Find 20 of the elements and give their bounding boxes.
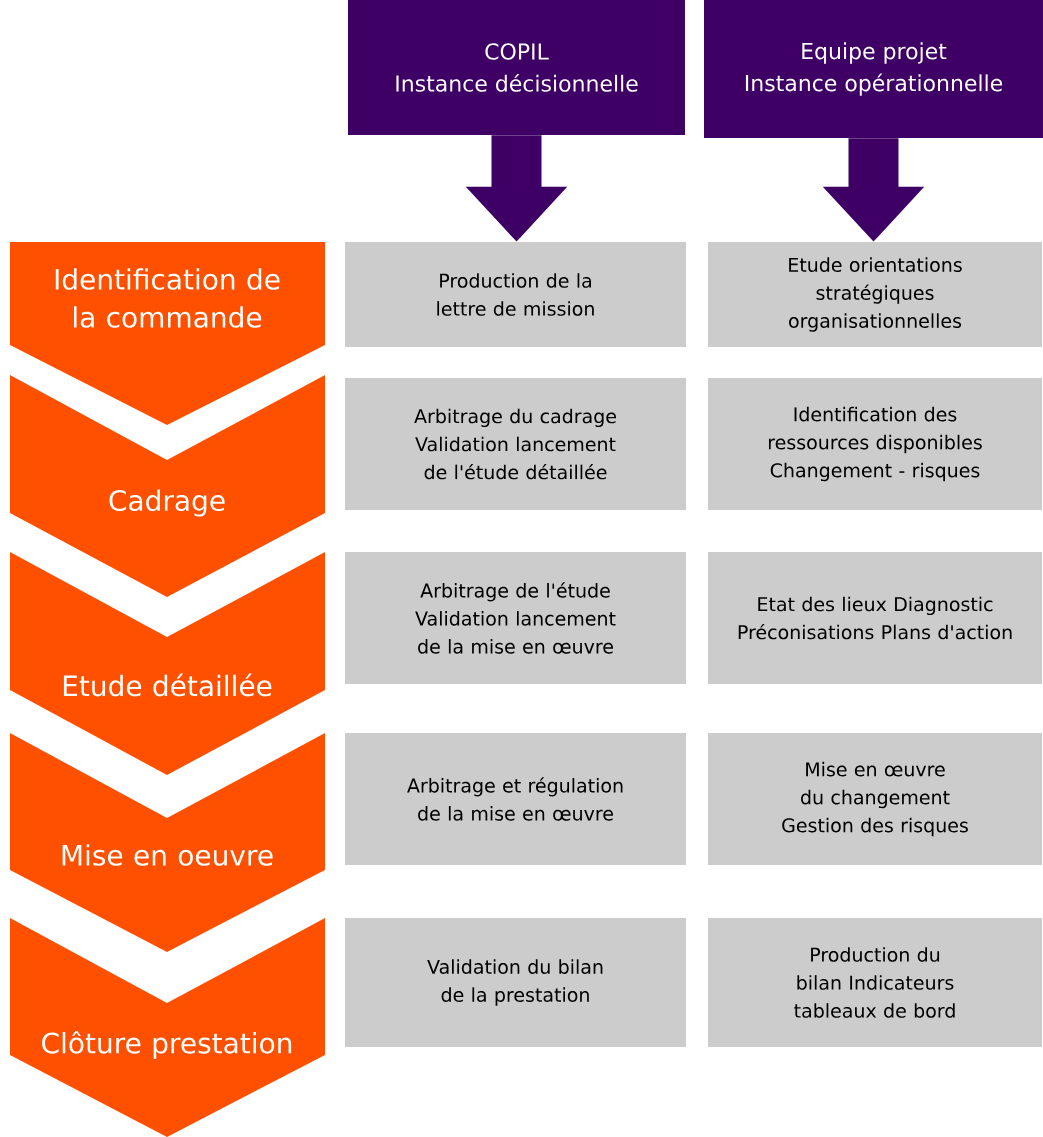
phase-band: Mise en oeuvre xyxy=(10,733,325,952)
step-box: Etude orientations stratégiques organisationnelles xyxy=(708,242,1042,347)
step-box: Production de la lettre de mission xyxy=(345,242,686,347)
node-label: Cadrage xyxy=(109,489,225,517)
step-box: Arbitrage de l'étude Validation lancement de la mise en œuvre xyxy=(345,552,686,684)
step-box: Arbitrage du cadrage Validation lancement de l'étude détaillée xyxy=(345,378,686,510)
step-box: Identification des ressources disponibles Changement - risques xyxy=(708,378,1042,510)
step-box: Arbitrage et régulation de la mise en œuvre xyxy=(345,733,686,865)
step-box: Validation du bilan de la prestation xyxy=(345,918,686,1047)
node-label: Etude détaillée xyxy=(63,673,272,697)
phase-band: Clôture prestation xyxy=(10,918,325,1137)
phase-band: Identification de la commande xyxy=(10,242,325,425)
node-label: Identification de la commande xyxy=(55,268,280,328)
header-box: COPIL Instance décisionnelle xyxy=(348,0,685,135)
step-box: Production du bilan Indicateurs tableaux de bord xyxy=(708,918,1042,1047)
step-box: Mise en œuvre du changement Gestion des risques xyxy=(708,733,1042,865)
step-box: Etat des lieux Diagnostic Préconisations Plans d'action xyxy=(708,552,1042,684)
phase-band: Etude détaillée xyxy=(10,552,325,775)
header-box: Equipe projet Instance opérationnelle xyxy=(704,0,1043,138)
phase-band: Cadrage xyxy=(10,375,325,597)
